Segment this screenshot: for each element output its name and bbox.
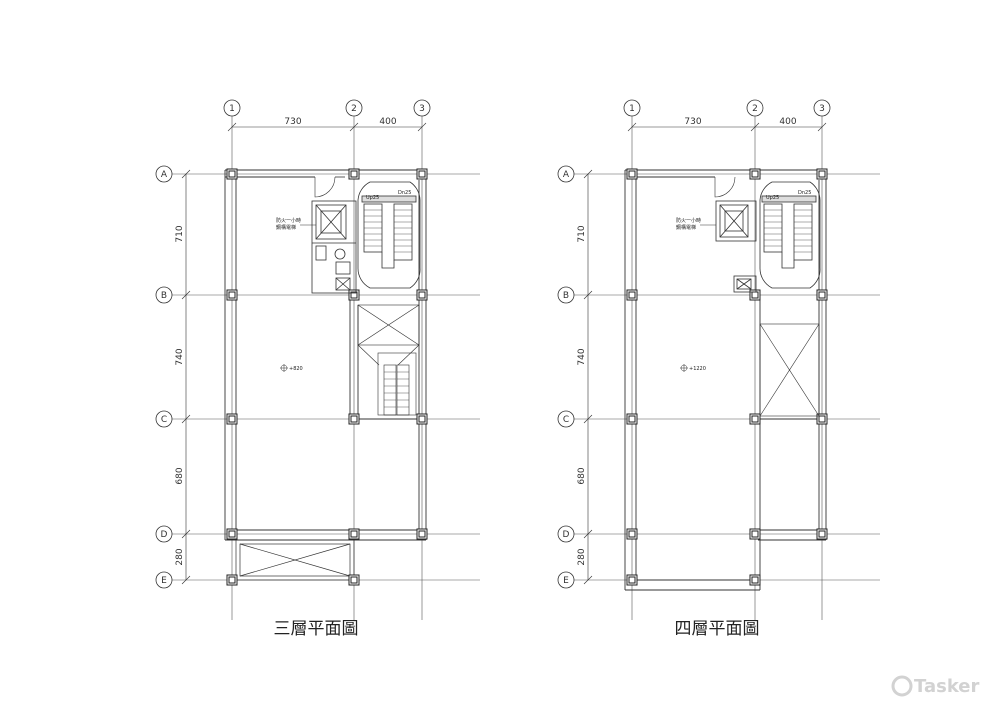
door-swing: [314, 176, 336, 198]
tasker-logo-icon: [891, 675, 913, 697]
stair-treads-upper: [764, 209, 812, 253]
axis-label-3: 3: [419, 104, 425, 114]
axis-label-3: 3: [819, 104, 825, 114]
axis-label-E: E: [161, 576, 167, 586]
dim-label-2-3: 400: [379, 117, 396, 127]
top-dimension-line: [227, 122, 427, 132]
columns: [226, 168, 428, 586]
third-floor-plan: 1 2 3 730 400 A B C D E 710 740 680 280: [155, 99, 480, 639]
service-core: [300, 200, 357, 294]
axis-label-2: 2: [752, 104, 758, 114]
elevator-note-2: 鋼構電梯: [276, 224, 296, 231]
level-mark: [280, 364, 288, 372]
void-shaft: [357, 304, 420, 366]
door-swing: [714, 176, 736, 198]
dim-label-D-E: 280: [577, 548, 587, 565]
grid-lines-horizontal: [172, 173, 480, 581]
stair-down-label: Dn25: [798, 190, 811, 196]
dim-label-B-C: 740: [577, 348, 587, 365]
elevator-note-1: 防火一小時: [676, 217, 701, 224]
top-dimension-line: [627, 122, 827, 132]
dim-label-C-D: 680: [175, 467, 185, 484]
floor-level-label: +820: [289, 366, 303, 372]
axis-label-1: 1: [629, 104, 635, 114]
dim-label-B-C: 740: [175, 348, 185, 365]
tasker-logo-text: Tasker: [914, 676, 980, 697]
void-shaft: [759, 323, 820, 417]
dim-label-A-B: 710: [175, 225, 185, 242]
stair-down-label: Dn25: [398, 190, 411, 196]
balcony-d-e: [235, 539, 355, 581]
axis-bubbles-left: [155, 165, 173, 589]
exterior-walls: [224, 169, 427, 541]
axis-label-C: C: [563, 415, 569, 425]
fourth-floor-plan: 1 2 3 730 400 A B C D E 710 740 680 280: [557, 99, 880, 639]
axis-bubbles-top: [623, 99, 831, 117]
axis-label-B: B: [161, 291, 167, 301]
left-dimension-line: [181, 169, 191, 585]
axis-label-2: 2: [351, 104, 357, 114]
tasker-logo: Tasker: [891, 675, 980, 697]
dim-label-A-B: 710: [577, 225, 587, 242]
plan-title: 三層平面圖: [274, 619, 359, 639]
axis-label-C: C: [161, 415, 167, 425]
axis-label-A: A: [161, 170, 168, 180]
elevator-note-2: 鋼構電梯: [676, 224, 696, 231]
stair-enclosure: [357, 181, 421, 289]
plan-title: 四層平面圖: [675, 619, 760, 639]
elevator-core: [700, 200, 757, 293]
axis-label-D: D: [563, 530, 570, 540]
elevator-note-1: 防火一小時: [276, 217, 301, 224]
axis-label-E: E: [563, 576, 569, 586]
stair-treads-upper: [364, 209, 412, 253]
dim-label-2-3: 400: [779, 117, 796, 127]
axis-bubbles-left: [557, 165, 575, 589]
dim-label-C-D: 680: [577, 467, 587, 484]
left-dimension-line: [583, 169, 593, 585]
dim-label-1-2: 730: [684, 117, 701, 127]
lower-stair: [377, 352, 417, 416]
columns: [626, 168, 828, 586]
level-mark: [680, 364, 688, 372]
axis-label-A: A: [563, 170, 570, 180]
axis-label-D: D: [161, 530, 168, 540]
stair-up-label: Up25: [766, 195, 779, 201]
dim-label-D-E: 280: [175, 548, 185, 565]
stair-up-label: Up25: [366, 195, 379, 201]
floor-level-label: +1220: [689, 366, 706, 372]
dim-label-1-2: 730: [284, 117, 301, 127]
axis-label-1: 1: [229, 104, 235, 114]
axis-label-B: B: [563, 291, 569, 301]
axis-bubbles-top: [223, 99, 431, 117]
